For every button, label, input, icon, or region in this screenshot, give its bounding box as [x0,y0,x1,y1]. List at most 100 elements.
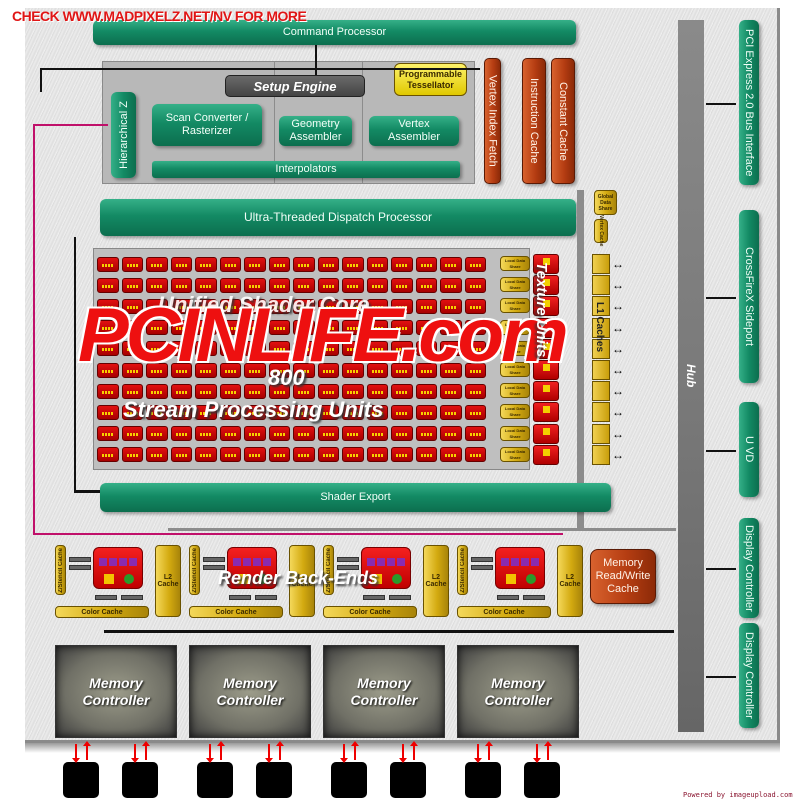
stream-processor-unit [464,256,486,272]
stream-processor-unit [170,383,192,399]
stream-processor-unit [293,277,315,293]
texture-unit [533,444,559,465]
io-block-display-controller: Display Controller [739,518,759,618]
texture-unit [533,338,559,359]
stream-processor-unit [121,383,143,399]
bidirectional-arrow-icon: ↔ [612,278,624,293]
arrow-up-icon [351,741,359,760]
stream-processor-unit [219,341,241,357]
stream-processor-unit [195,341,217,357]
stream-processor-unit [195,298,217,314]
stream-processor-unit [219,298,241,314]
decompress-chip [497,595,519,600]
rop-unit [99,558,107,566]
decompress-chip [69,557,91,562]
stream-processor-unit [293,362,315,378]
l1-cache [592,338,610,359]
stream-processor-unit [293,256,315,272]
rop-unit [397,558,405,566]
stream-processor-unit [415,341,437,357]
stream-processor-unit [219,383,241,399]
stream-processor-unit [391,256,413,272]
stream-processor-unit [97,341,119,357]
export-line [168,528,676,531]
shader-core-title: Unified Shader Core [158,292,370,317]
simd-row [97,254,529,274]
arrow-down-icon [340,744,348,763]
interpolators: Interpolators [152,161,460,178]
l2-cache-label: L2 Cache [157,574,179,588]
bidirectional-arrow-icon: ↔ [612,320,624,335]
stream-processor-unit [195,426,217,442]
scan-converter-label: Scan Converter / Rasterizer [165,112,249,137]
stream-processor-unit [366,320,388,336]
l1-cache [592,360,610,380]
hiz-line [33,124,108,126]
rop-unit [119,558,127,566]
scan-converter-rasterizer: Scan Converter / Rasterizer [152,104,262,146]
divider [274,61,275,184]
stream-processor-unit [342,426,364,442]
render-back-end: Z/Stencil Cache L2 Cache Color Cache [189,545,319,623]
stream-processor-unit [440,447,462,463]
bidirectional-arrow-icon: ↔ [612,426,624,441]
texture-units-text: Texture Units [533,262,550,358]
stream-processor-unit [244,320,266,336]
l2-cache: L2 Cache [155,545,181,617]
stream-processor-unit [244,298,266,314]
hub-connector [706,449,736,452]
rbe-core [93,547,143,589]
l1-cache [592,296,610,317]
divider [362,61,363,184]
stream-processor-unit [317,298,339,314]
bidirectional-arrow-icon: ↔ [612,341,624,356]
stream-processor-unit [317,404,339,420]
z-stencil-cache-label: Z/Stencil Cache [459,547,466,593]
arrow-down-icon [533,744,541,763]
stream-processor-unit [464,298,486,314]
stream-processor-unit [415,298,437,314]
cache-bus [577,190,584,530]
instruction-cache-label: Instruction Cache [528,78,540,164]
vertex-cache-label: Vertex Cache [598,215,604,247]
stream-processor-unit [415,320,437,336]
rop-unit [377,558,385,566]
stream-processor-unit [440,298,462,314]
stream-processor-unit [146,341,168,357]
color-cache-label: Color Cache [349,608,391,616]
rop-unit [367,558,375,566]
stream-processor-unit [464,320,486,336]
stream-processor-unit [219,277,241,293]
memory-controller: Memory Controller [55,645,177,738]
texture-unit [533,275,559,296]
stream-processor-unit [170,362,192,378]
render-back-end: Z/Stencil Cache L2 Cache Color Cache [323,545,453,623]
arrow-down-icon [131,744,139,763]
memory-controller: Memory Controller [457,645,579,738]
stream-processor-unit [244,277,266,293]
geometry-assembler: Geometry Assembler [279,116,352,146]
decompress-chip [337,557,359,562]
hub-connector [706,568,736,570]
vertex-cache: Vertex Cache [594,215,608,247]
stream-processor-unit [195,383,217,399]
stream-processor-unit [170,447,192,463]
z-unit [104,574,114,584]
stream-processor-unit [366,426,388,442]
local-data-share: Local Data Share [500,446,530,462]
io-block-label: CrossFireX Sideport [743,246,755,347]
color-cache-label: Color Cache [215,608,257,616]
memory-controller-label: Memory Controller [350,674,418,708]
ultra-threaded-dispatch-processor: Ultra-Threaded Dispatch Processor [100,199,576,236]
stream-processor-unit [342,277,364,293]
color-cache-label: Color Cache [483,608,525,616]
decompress-chip [229,595,251,600]
stream-processor-unit [317,383,339,399]
stream-processor-unit [293,426,315,442]
rop-unit [531,558,539,566]
stream-processor-unit [440,277,462,293]
global-data-share-label: Global Data Share [597,193,614,212]
stream-processor-unit [121,341,143,357]
memory-chip [122,762,158,798]
stream-processor-unit [366,362,388,378]
